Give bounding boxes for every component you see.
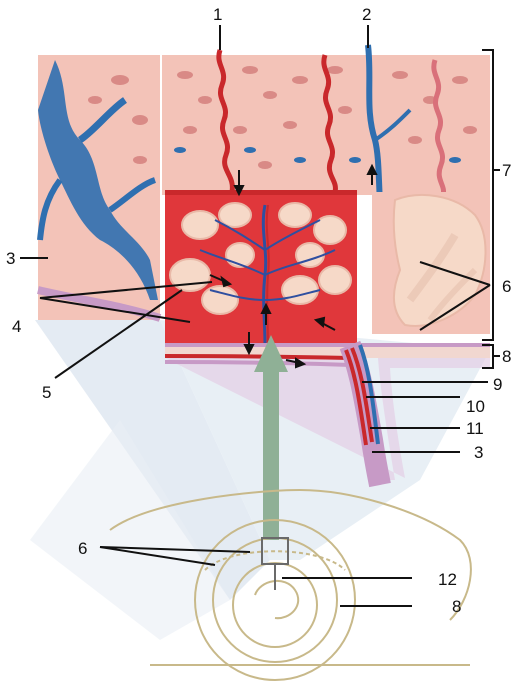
- label-8-top: 8: [502, 347, 511, 366]
- label-12: 12: [438, 570, 457, 589]
- left-inset-panel: [38, 55, 160, 320]
- label-4: 4: [12, 317, 21, 336]
- label-3-left: 3: [6, 249, 15, 268]
- label-10: 10: [466, 397, 485, 416]
- label-2: 2: [362, 5, 371, 24]
- label-3-right: 3: [474, 443, 483, 462]
- label-8-bottom: 8: [452, 597, 461, 616]
- label-6-bottom: 6: [78, 539, 87, 558]
- label-5: 5: [42, 383, 51, 402]
- label-11: 11: [466, 419, 484, 438]
- label-7: 7: [502, 161, 511, 180]
- label-9: 9: [493, 375, 502, 394]
- label-6-top: 6: [502, 277, 511, 296]
- label-1: 1: [213, 5, 222, 24]
